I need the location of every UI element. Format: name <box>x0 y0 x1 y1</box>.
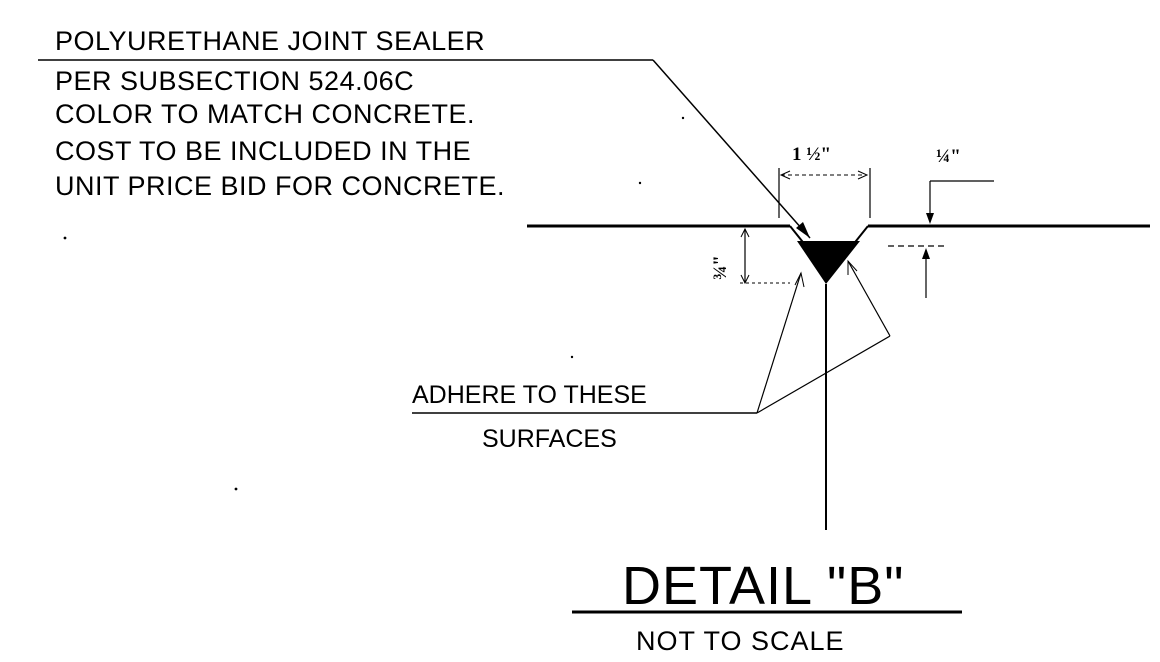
adhere-leader-right-lower <box>756 335 891 414</box>
detail-title: DETAIL "B" <box>622 556 904 616</box>
scan-speck <box>681 116 685 120</box>
adhere-leader-left <box>756 272 802 414</box>
width-arrow-left <box>779 170 791 180</box>
sealer-callout-title: POLYURETHANE JOINT SEALER <box>55 26 485 56</box>
sealer-callout-line-2: COLOR TO MATCH CONCRETE. <box>55 99 475 129</box>
width-arrow-right <box>857 170 869 180</box>
recess-arrow-down <box>926 213 934 224</box>
sealer-leader-line <box>652 59 811 239</box>
scan-speck <box>570 355 574 359</box>
scan-speck <box>638 181 642 185</box>
sealer-callout-line-4: UNIT PRICE BID FOR CONCRETE. <box>55 171 505 201</box>
joint-sealer-fill <box>797 241 860 284</box>
sealer-depth-arrow-down <box>740 274 750 285</box>
adhere-arrow-right <box>847 259 858 275</box>
recess-depth-label: ¼" <box>936 146 961 167</box>
sealer-leader-arrowhead <box>796 222 810 238</box>
adhere-callout-line-2: SURFACES <box>482 425 617 453</box>
sealer-depth-arrow-up <box>740 227 750 238</box>
adhere-arrow-left <box>794 271 805 288</box>
sealer-callout-line-3: COST TO BE INCLUDED IN THE <box>55 136 471 166</box>
recess-arrow-up <box>922 248 930 259</box>
sealer-callout-line-1: PER SUBSECTION 524.06C <box>55 66 414 96</box>
scan-speck <box>234 487 238 491</box>
adhere-callout-line-1: ADHERE TO THESE <box>412 381 647 409</box>
detail-scale-note: NOT TO SCALE <box>636 626 845 656</box>
adhere-leader-right-upper <box>847 260 891 337</box>
sealer-depth-label: ¾" <box>710 255 731 280</box>
joint-width-label: 1 ½" <box>792 144 831 165</box>
scan-speck <box>63 236 67 240</box>
